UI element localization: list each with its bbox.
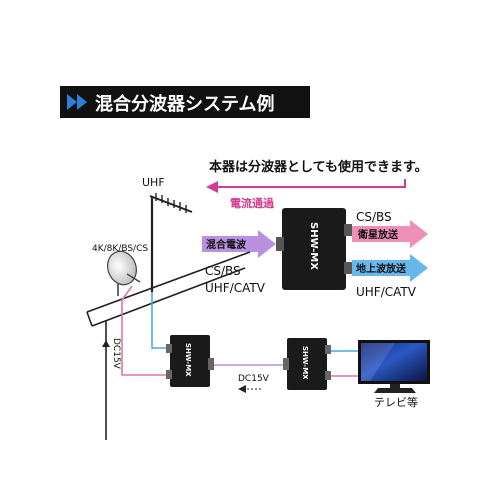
satellite-output-arrow	[352, 220, 428, 248]
mixed-wave-arrow	[202, 230, 276, 258]
mixed-wave-label: 混合電波	[206, 238, 247, 251]
terrestrial-output-arrow	[352, 254, 428, 282]
uhf-label: UHF	[142, 176, 165, 189]
satellite-cable	[121, 285, 168, 376]
tv-icon	[358, 340, 430, 393]
double-arrow-icon-second	[77, 94, 87, 110]
dc-vertical-label: DC15V	[111, 338, 121, 370]
cables	[121, 285, 358, 377]
device-text-right: SHW-MX	[301, 346, 309, 380]
uhf-antenna-icon	[149, 193, 193, 292]
current-flow-label: 電流通過	[230, 196, 275, 210]
satellite-broadcast-label: 衛星放送	[357, 228, 399, 241]
mixer-device-large: SHW-MX	[276, 208, 352, 290]
uhf-cable	[151, 292, 168, 349]
banner-background	[60, 86, 310, 118]
title-banner: 混合分波器システム例	[60, 86, 310, 118]
device-text-large: SHW-MX	[308, 222, 319, 270]
banner-title: 混合分波器システム例	[95, 93, 274, 115]
satellite-label: 4K/8K/BS/CS	[92, 244, 148, 254]
mixer-device-small-left: SHW-MX	[166, 335, 214, 387]
device-text-left: SHW-MX	[184, 343, 192, 377]
dc-vertical-arrow	[102, 340, 110, 362]
output-cs-bs-title: CS/BS	[356, 210, 392, 224]
input-cs-bs-label: CS/BS	[205, 264, 241, 278]
tv-label: テレビ等	[374, 395, 418, 409]
input-uhf-catv-label: UHF/CATV	[205, 281, 266, 295]
current-flow-arrow	[206, 179, 406, 193]
output-uhf-catv-title: UHF/CATV	[356, 285, 417, 299]
terrestrial-broadcast-label: 地上波放送	[356, 262, 407, 275]
dc-horizontal-label: DC15V	[238, 374, 270, 384]
dc-horizontal-arrow	[238, 385, 262, 393]
mixer-device-small-right: SHW-MX	[283, 338, 331, 390]
usage-note: 本器は分波器としても使用できます。	[209, 159, 428, 175]
satellite-dish-icon	[107, 250, 141, 296]
double-arrow-icon	[67, 94, 77, 110]
